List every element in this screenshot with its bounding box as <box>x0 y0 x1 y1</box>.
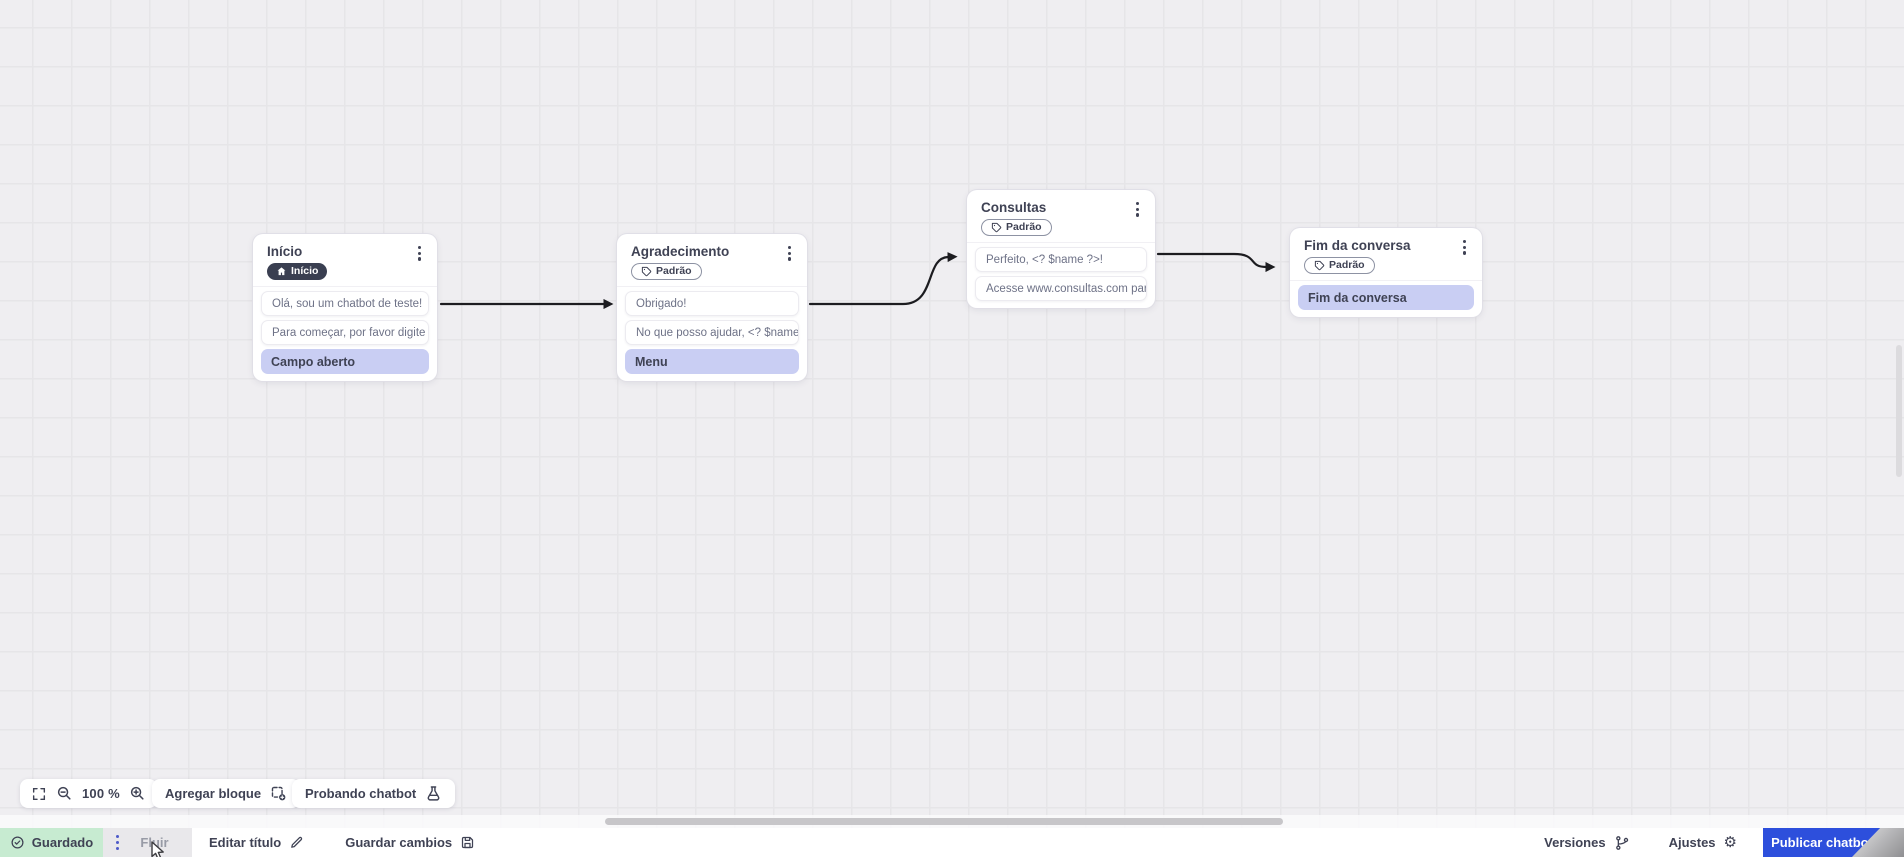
node-title: Agradecimento <box>631 244 730 259</box>
versions-button[interactable]: Versiones <box>1544 828 1629 857</box>
test-chatbot-button[interactable]: Probando chatbot <box>292 779 456 808</box>
saved-label: Guardado <box>31 835 94 850</box>
save-icon <box>462 836 474 849</box>
publish-label: Publicar chatbot <box>1771 835 1873 850</box>
node-badge: Início <box>267 263 328 280</box>
save-changes-button[interactable]: Guardar cambios <box>345 828 475 857</box>
flow-tab-label: Fluir <box>140 835 169 850</box>
node-separator <box>1290 280 1482 281</box>
node-separator <box>253 286 437 287</box>
edit-title-label: Editar título <box>209 835 282 850</box>
kebab-menu-icon[interactable] <box>412 243 427 264</box>
action-item[interactable]: Campo aberto <box>261 349 429 374</box>
flask-icon <box>427 786 440 801</box>
horizontal-scrollbar-thumb[interactable] <box>605 818 1283 825</box>
settings-button[interactable]: Ajustes ⚙ <box>1669 828 1737 857</box>
message-item[interactable]: Obrigado! <box>625 291 799 316</box>
flow-canvas[interactable]: Início Início Olá, sou um chatbot de tes… <box>0 0 1904 828</box>
zoom-toolbar: 100 % <box>20 779 157 808</box>
save-changes-label: Guardar cambios <box>345 835 453 850</box>
action-item[interactable]: Fim da conversa <box>1298 285 1474 310</box>
node-badge-label: Início <box>291 265 319 277</box>
saved-status: Guardado <box>0 828 103 857</box>
home-icon <box>277 267 286 276</box>
versions-label: Versiones <box>1544 835 1606 850</box>
flow-node-consultas[interactable]: Consultas Padrão Perfeito, <? $name ?>! A… <box>967 190 1155 308</box>
branch-icon <box>1615 835 1628 850</box>
node-items: Fim da conversa <box>1290 285 1482 310</box>
check-circle-icon <box>11 836 24 849</box>
message-item[interactable]: No que posso ajudar, <? $name ... <box>625 320 799 345</box>
node-header: Consultas <box>967 190 1155 217</box>
pencil-icon <box>291 836 303 848</box>
connector-edges <box>439 251 1276 310</box>
flow-node-agradecimento[interactable]: Agradecimento Padrão Obrigado! No que pos… <box>617 234 807 381</box>
kebab-menu-icon[interactable] <box>1130 199 1145 220</box>
zoom-out-icon[interactable] <box>56 785 73 802</box>
node-badge-label: Padrão <box>1006 221 1042 233</box>
action-item[interactable]: Menu <box>625 349 799 374</box>
node-title: Consultas <box>981 200 1047 215</box>
node-badge-label: Padrão <box>656 265 692 277</box>
status-bar: Guardado Fluir Editar título Guardar cam… <box>0 828 1904 857</box>
settings-label: Ajustes <box>1668 835 1716 850</box>
node-header: Fim da conversa <box>1290 228 1482 255</box>
flow-node-fim[interactable]: Fim da conversa Padrão Fim da conversa <box>1290 228 1482 317</box>
message-item[interactable]: Olá, sou um chatbot de teste! <box>261 291 429 316</box>
node-items: Olá, sou um chatbot de teste! Para começa… <box>253 291 437 374</box>
node-badge-label: Padrão <box>1329 259 1365 271</box>
edit-title-button[interactable]: Editar título <box>209 828 304 857</box>
statusbar-spacer <box>475 828 1544 857</box>
tag-icon <box>641 266 652 277</box>
node-badge: Padrão <box>631 263 702 280</box>
node-header: Início <box>253 234 437 261</box>
zoom-level: 100 % <box>82 786 120 801</box>
test-chatbot-label: Probando chatbot <box>305 786 417 801</box>
message-item[interactable]: Perfeito, <? $name ?>! <box>975 247 1147 272</box>
edge-consultas-fim <box>1156 252 1276 273</box>
zoom-in-icon[interactable] <box>129 785 146 802</box>
edge-agradecimento-consultas <box>808 251 958 306</box>
tag-icon <box>991 222 1002 233</box>
flow-node-inicio[interactable]: Início Início Olá, sou um chatbot de tes… <box>253 234 437 381</box>
node-separator <box>617 286 807 287</box>
node-badge-row: Padrão <box>617 260 807 280</box>
node-header: Agradecimento <box>617 234 807 261</box>
add-block-icon <box>271 786 286 801</box>
message-item[interactable]: Acesse www.consultas.com par... <box>975 276 1147 301</box>
node-badge-row: Padrão <box>1290 254 1482 274</box>
node-items: Perfeito, <? $name ?>! Acesse www.consult… <box>967 247 1155 301</box>
drag-dots-icon[interactable] <box>116 835 120 850</box>
add-block-label: Agregar bloque <box>165 786 262 801</box>
tag-icon <box>1314 260 1325 271</box>
node-title: Início <box>267 244 303 259</box>
node-badge: Padrão <box>1304 257 1375 274</box>
kebab-menu-icon[interactable] <box>782 243 797 264</box>
gear-icon: ⚙ <box>1723 834 1737 851</box>
node-title: Fim da conversa <box>1304 238 1411 253</box>
node-separator <box>967 242 1155 243</box>
kebab-menu-icon[interactable] <box>1457 237 1472 258</box>
fit-screen-icon[interactable] <box>31 786 47 802</box>
add-block-button[interactable]: Agregar bloque <box>152 779 301 808</box>
message-item[interactable]: Para começar, por favor digite o ... <box>261 320 429 345</box>
tab-flow[interactable]: Fluir <box>103 828 192 857</box>
node-badge-row: Padrão <box>967 216 1155 236</box>
node-items: Obrigado! No que posso ajudar, <? $name .… <box>617 291 807 374</box>
node-badge: Padrão <box>981 219 1052 236</box>
node-badge-row: Início <box>253 260 437 280</box>
vertical-scrollbar-thumb[interactable] <box>1896 345 1902 477</box>
